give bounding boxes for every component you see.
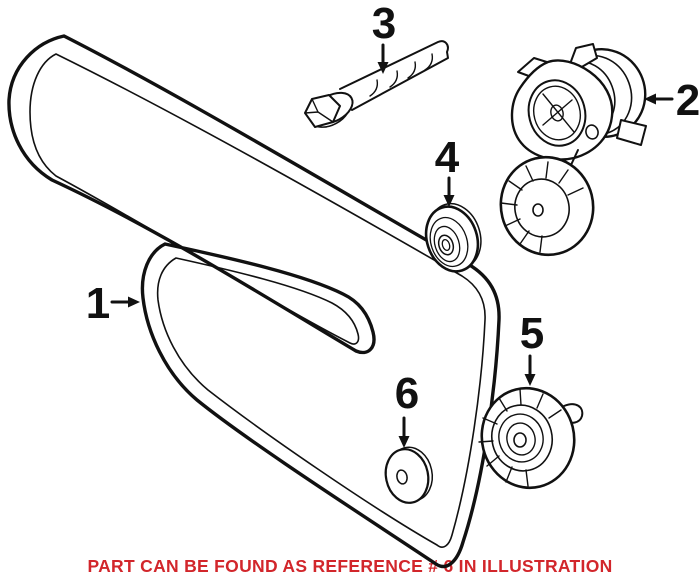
callout-5-label: 5 — [520, 309, 544, 358]
callout-4-label: 4 — [435, 133, 460, 182]
tensioner-tab-right — [616, 119, 647, 146]
serpentine-belt — [7, 34, 501, 569]
callout-6-label: 6 — [395, 369, 419, 418]
bolt-thread-line — [424, 53, 434, 71]
callout-5: 5 — [520, 309, 544, 386]
idler-spokes — [478, 388, 562, 487]
callout-6-arrowhead — [398, 436, 410, 448]
flange-bolt — [304, 40, 449, 128]
pulley4-hub-hole — [441, 239, 451, 251]
callout-1-arrowhead — [128, 296, 140, 308]
bolt-shaft — [339, 40, 449, 111]
tensioner-bolt-hole — [585, 124, 599, 140]
tensioner-pulley-hub — [532, 203, 544, 217]
tensioner-pulley-face — [514, 178, 570, 238]
pulley4-groove — [433, 225, 461, 263]
callout-1-label: 1 — [86, 279, 110, 328]
tensioner-pulley-outer — [499, 155, 595, 257]
tensioner-bore-inner — [533, 85, 581, 141]
callouts: 1 2 3 4 5 — [86, 0, 700, 448]
bolt-hex-facets — [304, 98, 334, 123]
bolt-thread-line — [369, 79, 379, 97]
callout-5-arrowhead — [524, 374, 536, 386]
belt-tensioner — [499, 43, 647, 257]
pulley4-groove — [429, 216, 469, 268]
caption-text: PART CAN BE FOUND AS REFERENCE # 6 IN IL… — [87, 556, 613, 576]
callout-4-arrowhead — [443, 195, 455, 207]
callout-3-label: 3 — [372, 0, 396, 48]
cap-disc — [384, 446, 434, 504]
tensioner-pulley-spokes — [500, 161, 584, 253]
bolt-thread-line — [407, 61, 417, 79]
idler-outer — [480, 386, 576, 490]
tensioner-lever-lines — [542, 93, 575, 133]
callout-2-arrowhead — [644, 93, 656, 105]
callout-3-arrowhead — [377, 62, 389, 74]
idler-hub-hole — [513, 432, 527, 448]
callout-2: 2 — [644, 76, 700, 125]
callout-4: 4 — [435, 133, 460, 207]
bolt-thread-line — [389, 70, 399, 88]
cap-center-hole — [396, 469, 408, 485]
tensioner-lever-hub — [550, 104, 564, 122]
idler-ring-2 — [498, 413, 544, 463]
grooved-pulley — [424, 202, 482, 273]
tensioner-bore-outer — [527, 79, 587, 147]
callout-3: 3 — [372, 0, 396, 74]
idler-ring-3 — [506, 422, 536, 456]
callout-1: 1 — [86, 279, 140, 328]
idler-face-ring — [491, 404, 553, 472]
idler-pulley — [478, 386, 584, 490]
callout-6: 6 — [395, 369, 419, 448]
callout-2-label: 2 — [676, 76, 700, 125]
pulley4-hub — [437, 234, 455, 256]
belt-inner-edge — [29, 53, 486, 548]
